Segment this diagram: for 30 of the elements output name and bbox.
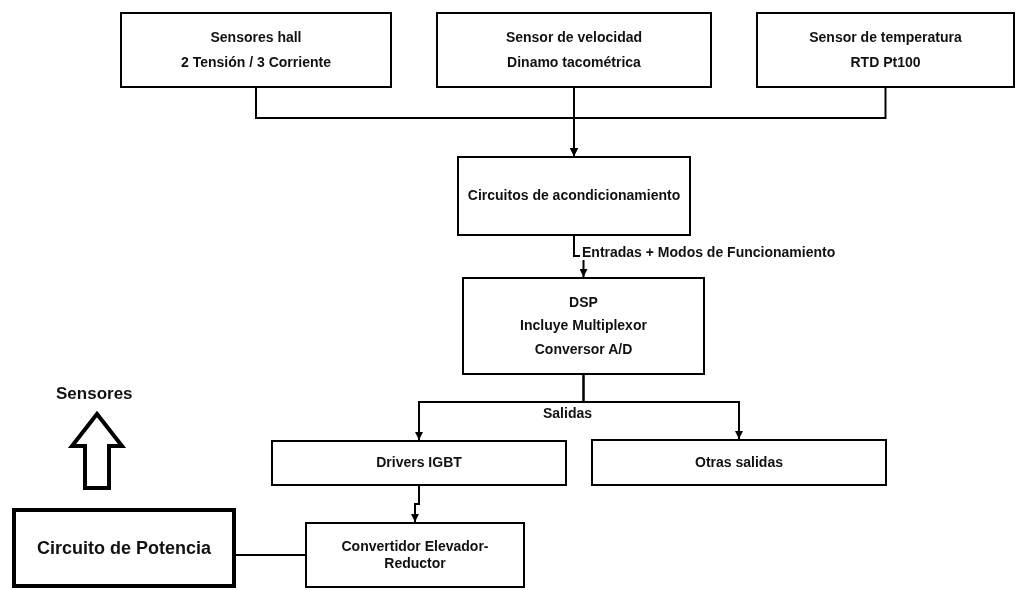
connector-line [235, 554, 306, 556]
box-text: Sensores hall [210, 28, 302, 46]
box-text: DSP [569, 293, 598, 312]
process-box [457, 156, 691, 236]
process-box [756, 12, 1015, 88]
process-box [120, 12, 392, 88]
process-box [271, 440, 567, 486]
box-text: Otras salidas [695, 453, 783, 472]
edge-label: Entradas + Modos de Funcionamiento [580, 244, 838, 260]
box-text: Conversor A/D [534, 340, 633, 359]
process-box [591, 439, 887, 486]
box-text: Convertidor Elevador-Reductor [340, 537, 490, 573]
box-text: Sensor de velocidad [505, 28, 643, 46]
arrow [570, 87, 887, 157]
arrow [573, 235, 588, 278]
process-box [462, 277, 705, 375]
box-text: RTD Pt100 [850, 54, 921, 72]
box-text: Drivers IGBT [376, 454, 462, 472]
box-text: Dinamo tacométrica [507, 54, 641, 72]
edge-label: Salidas [541, 405, 595, 421]
arrow [411, 485, 420, 523]
process-box [305, 522, 525, 588]
box-text: Circuitos de acondicionamiento [467, 187, 681, 205]
box-text: Circuito de Potencia [36, 536, 211, 560]
box-text: Incluye Multiplexor [520, 317, 647, 335]
process-box [12, 508, 236, 588]
box-text: Sensor de temperatura [809, 28, 962, 46]
box-text: 2 Tensión / 3 Corriente [181, 54, 331, 72]
process-box [436, 12, 712, 88]
arrow [582, 374, 743, 440]
